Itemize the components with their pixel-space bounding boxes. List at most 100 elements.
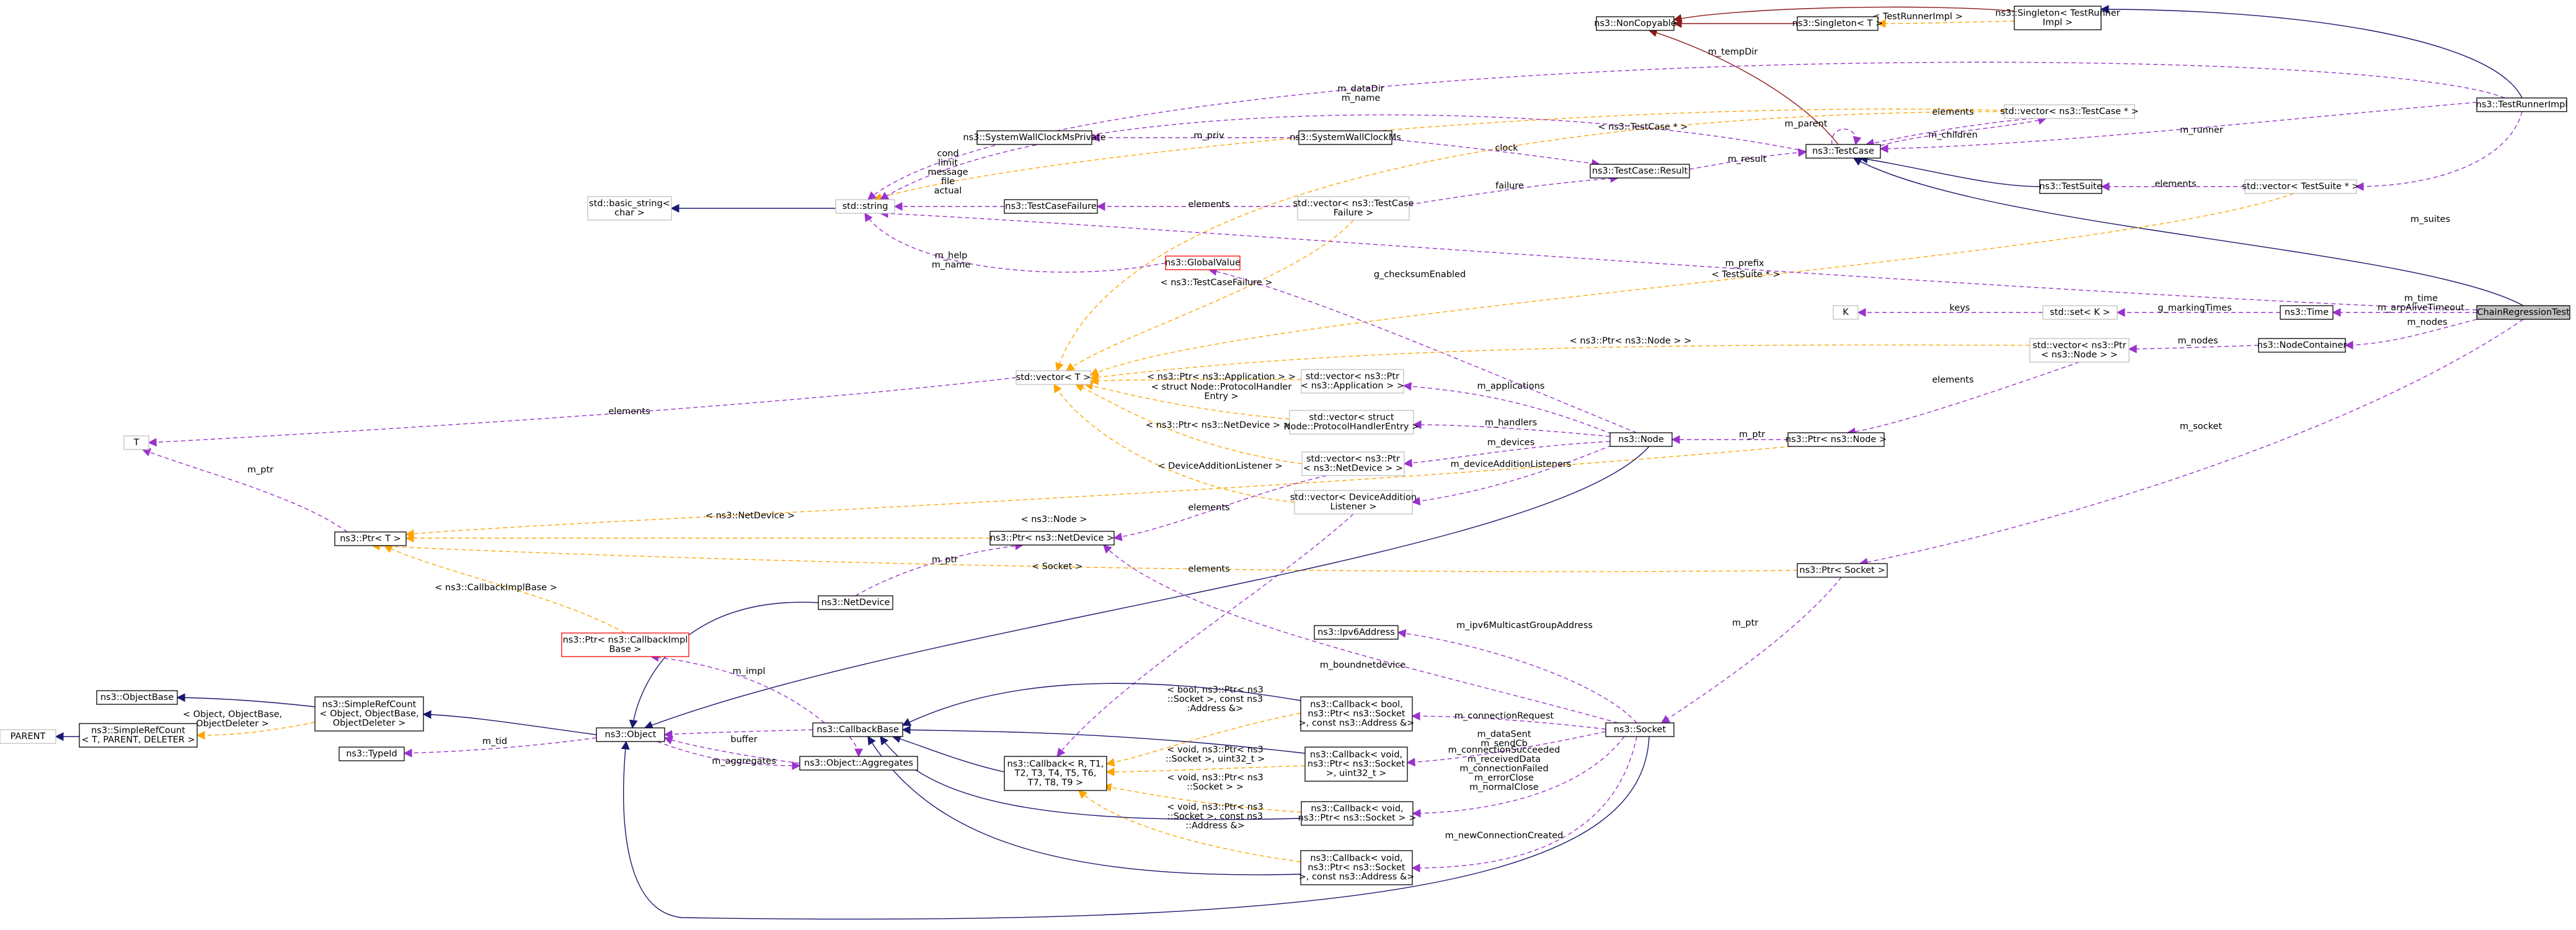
- node-box: [1304, 746, 1408, 782]
- node-cb_generic[interactable]: ns3::Callback< R, T1,T2, T3, T4, T5, T6,…: [1004, 756, 1107, 791]
- node-src_t[interactable]: ns3::SimpleRefCount< T, PARENT, DELETER …: [79, 723, 198, 748]
- node-singleton_t[interactable]: ns3::Singleton< T >: [1792, 16, 1883, 31]
- node-ptr_cbimpl[interactable]: ns3::Ptr< ns3::CallbackImplBase >: [561, 632, 689, 657]
- edge-label-l_tid: m_tid: [482, 737, 507, 746]
- node-box: [79, 723, 198, 748]
- node-tcresult[interactable]: ns3::TestCase::Result: [1590, 164, 1690, 179]
- edge-label-text: ::Socket >, const ns3: [1167, 812, 1263, 822]
- node-syswallpriv[interactable]: ns3::SystemWallClockMsPrivate: [963, 130, 1106, 145]
- node-ptr_socket[interactable]: ns3::Ptr< Socket >: [1797, 563, 1888, 578]
- node-box: [2004, 104, 2135, 119]
- node-callbackbase[interactable]: ns3::CallbackBase: [812, 722, 903, 737]
- edge-label-l_impl: m_impl: [733, 666, 766, 676]
- node-cb_void_addr[interactable]: ns3::Callback< void,ns3::Ptr< ns3::Socke…: [1299, 850, 1415, 885]
- edge-cb_void_u32-to-callbackbase: [901, 725, 1306, 754]
- node-box: [339, 746, 405, 761]
- node-node[interactable]: ns3::Node: [1609, 432, 1673, 447]
- node-vec_t[interactable]: std::vector< T >: [1016, 370, 1091, 385]
- edge-label-text: buffer: [730, 735, 757, 745]
- edge-cb_generic-to-callbackbase: [892, 734, 1005, 773]
- edge-label-l_buffer: buffer: [730, 735, 757, 745]
- node-testrunnerimpl[interactable]: ns3::TestRunnerImpl: [2476, 97, 2568, 112]
- node-chain[interactable]: ChainRegressionTest: [2476, 305, 2570, 320]
- edge-label-text: m_children: [1928, 130, 1978, 140]
- edge-label-l_checksum: g_checksumEnabled: [1374, 270, 1466, 280]
- node-set_k[interactable]: std::set< K >: [2042, 305, 2118, 320]
- node-singleton_runner[interactable]: ns3::Singleton< TestRunnerImpl >: [1995, 6, 2120, 30]
- edge-label-l_t_addr: < void, ns3::Ptr< ns3::Socket >, const n…: [1167, 802, 1264, 831]
- node-object[interactable]: ns3::Object: [596, 727, 665, 742]
- node-box: [1004, 756, 1107, 791]
- node-label: ns3::Object::Aggregates: [804, 758, 913, 768]
- node-noncopyable[interactable]: ns3::NonCopyable: [1594, 16, 1676, 31]
- node-box: [799, 756, 918, 771]
- edge-label-l_children: m_children: [1928, 130, 1978, 140]
- node-k[interactable]: K: [1833, 305, 1859, 320]
- edge-label-text: < Socket >: [1032, 562, 1082, 572]
- node-ptr_netdev[interactable]: ns3::Ptr< ns3::NetDevice >: [989, 531, 1115, 546]
- edge-label-l_nodes: m_nodes: [2177, 336, 2218, 346]
- node-netdevice[interactable]: ns3::NetDevice: [818, 595, 893, 610]
- edge-label-l_applications: m_applications: [1477, 381, 1545, 391]
- edge-label-text: file: [941, 177, 955, 187]
- node-vec_ptr_node[interactable]: std::vector< ns3::Ptr< ns3::Node > >: [2029, 338, 2130, 363]
- node-label: ns3::NodeContainer: [2257, 340, 2347, 350]
- node-globalvalue[interactable]: ns3::GlobalValue: [1165, 255, 1241, 270]
- node-box: [0, 729, 56, 744]
- node-basic_string[interactable]: std::basic_string<char >: [587, 196, 672, 221]
- node-stdstring[interactable]: std::string: [835, 199, 895, 214]
- node-cb_void_u32[interactable]: ns3::Callback< void,ns3::Ptr< ns3::Socke…: [1304, 746, 1408, 782]
- node-label: ns3::Callback< void,: [1310, 854, 1402, 864]
- edge-chain-to-testcase: [1852, 157, 2524, 306]
- node-label: ns3::Ptr< ns3::Socket: [1308, 760, 1405, 769]
- edge-label-text: m_socket: [2180, 422, 2223, 432]
- edge-object-to-aggregates: [657, 741, 801, 770]
- edge-vec_netdev-to-ptr_netdev: [1113, 475, 1327, 541]
- node-vec_app[interactable]: std::vector< ns3::Ptr< ns3::Application …: [1301, 369, 1404, 394]
- edge-label-text: m_nodes: [2177, 336, 2218, 346]
- node-typeid[interactable]: ns3::TypeId: [339, 746, 405, 761]
- edge-label-l_marking: g_markingTimes: [2158, 303, 2231, 313]
- node-box: [1016, 370, 1091, 385]
- node-testsuite[interactable]: ns3::TestSuite: [2039, 179, 2102, 194]
- node-cb_bool[interactable]: ns3::Callback< bool,ns3::Ptr< ns3::Socke…: [1299, 696, 1415, 732]
- node-aggregates[interactable]: ns3::Object::Aggregates: [799, 756, 918, 771]
- edge-socket-to-cb_void_u32: [1406, 731, 1606, 767]
- node-label: ns3::NonCopyable: [1594, 19, 1676, 29]
- node-vec_tcfailure[interactable]: std::vector< ns3::TestCaseFailure >: [1293, 196, 1414, 221]
- edge-label-text: m_receivedData: [1467, 755, 1541, 764]
- node-testcase[interactable]: ns3::TestCase: [1805, 144, 1881, 159]
- edge-label-text: m_dataDir: [1337, 84, 1384, 94]
- node-objectbase[interactable]: ns3::ObjectBase: [96, 690, 178, 705]
- edge-label-text: < void, ns3::Ptr< ns3: [1167, 802, 1264, 812]
- edge-label-text: m_sendCb: [1481, 739, 1528, 749]
- edge-label-text: < struct Node::ProtocolHandler: [1151, 383, 1292, 392]
- node-nodecontainer[interactable]: ns3::NodeContainer: [2257, 338, 2347, 353]
- node-ptr_t[interactable]: ns3::Ptr< T >: [334, 531, 407, 546]
- node-label: ns3::Node: [1618, 435, 1664, 445]
- node-vec_testsuite[interactable]: std::vector< TestSuite * >: [2242, 179, 2360, 194]
- node-src_object[interactable]: ns3::SimpleRefCount< Object, ObjectBase,…: [314, 696, 424, 732]
- node-time[interactable]: ns3::Time: [2280, 305, 2334, 320]
- node-socket[interactable]: ns3::Socket: [1605, 722, 1675, 737]
- node-vec_testcase_ptr[interactable]: std::vector< ns3::TestCase * >: [2000, 104, 2139, 119]
- node-label: ns3::Ptr< ns3::Socket: [1308, 863, 1405, 873]
- node-box: [1301, 451, 1405, 476]
- node-ptr_node[interactable]: ns3::Ptr< ns3::Node >: [1786, 432, 1887, 447]
- node-t[interactable]: T: [123, 435, 149, 450]
- node-cb_void_sock[interactable]: ns3::Callback< void,ns3::Ptr< ns3::Socke…: [1298, 801, 1417, 826]
- edge-label-text: m_newConnectionCreated: [1445, 831, 1564, 841]
- edge-label-l_clock: clock: [1495, 143, 1518, 153]
- node-vec_netdev[interactable]: std::vector< ns3::Ptr< ns3::NetDevice > …: [1301, 451, 1405, 476]
- node-vec_handler[interactable]: std::vector< structNode::ProtocolHandler…: [1284, 410, 1419, 435]
- node-tcfailure[interactable]: ns3::TestCaseFailure: [1004, 199, 1098, 214]
- edge-vec_testsuite-to-vec_t: [1089, 193, 2295, 376]
- node-box: [976, 130, 1092, 145]
- node-syswall[interactable]: ns3::SystemWallClockMs: [1290, 130, 1401, 145]
- node-ipv6[interactable]: ns3::Ipv6Address: [1314, 625, 1399, 640]
- node-parent[interactable]: PARENT: [0, 729, 56, 744]
- node-label: ns3::NetDevice: [821, 598, 890, 608]
- node-vec_dal[interactable]: std::vector< DeviceAdditionListener >: [1290, 490, 1417, 515]
- edge-vec_ptr_node-to-vec_t: [1089, 344, 2030, 382]
- edge-label-l_suites: m_suites: [2410, 215, 2450, 224]
